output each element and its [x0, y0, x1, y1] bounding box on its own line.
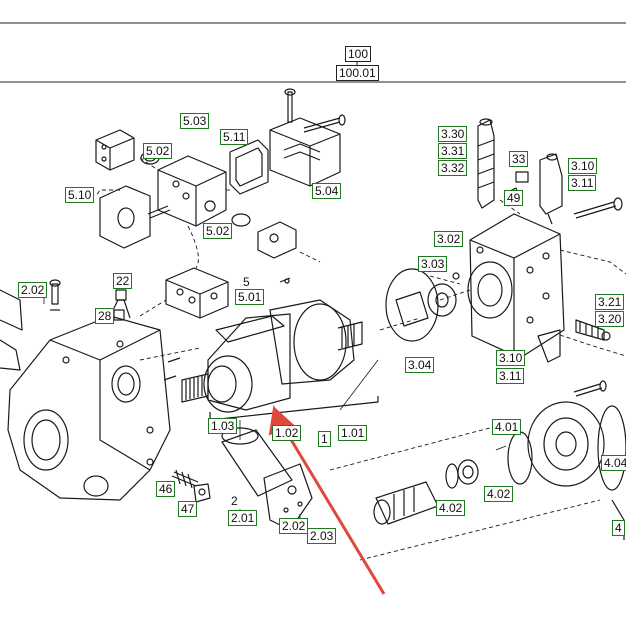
callout-2-02[interactable]: 2.02: [18, 282, 48, 298]
callout-5-02-right[interactable]: 5.02: [203, 223, 233, 239]
callout-2-02-bottom[interactable]: 2.02: [279, 518, 309, 534]
callout-3-21[interactable]: 3.21: [595, 294, 625, 310]
callout-5-02[interactable]: 5.02: [143, 143, 173, 159]
callout-4[interactable]: 4: [612, 520, 625, 536]
bolt-46-47: [171, 469, 211, 503]
callout-33[interactable]: 33: [509, 151, 529, 167]
valve-block-main: [157, 155, 227, 227]
cover-5-04: [269, 117, 341, 187]
callout-4-02-right[interactable]: 4.02: [484, 486, 514, 502]
assembly-sub-number-label: 100.01: [336, 65, 379, 81]
callout-1[interactable]: 1: [318, 431, 331, 447]
callout-1-03[interactable]: 1.03: [208, 418, 238, 434]
small-valve-body: [95, 129, 135, 171]
callout-5-03[interactable]: 5.03: [180, 113, 210, 129]
callout-5[interactable]: 5: [240, 274, 253, 290]
gasket-5-11: [229, 139, 269, 195]
callout-5-11[interactable]: 5.11: [220, 129, 249, 145]
callout-3-11-bottom[interactable]: 3.11: [496, 368, 525, 384]
callout-3-02[interactable]: 3.02: [434, 231, 464, 247]
callout-22[interactable]: 22: [113, 273, 133, 289]
callout-3-30[interactable]: 3.30: [438, 126, 468, 142]
callout-3-10-bottom[interactable]: 3.10: [496, 350, 526, 366]
callout-1-01[interactable]: 1.01: [338, 425, 368, 441]
pump-3-section: [385, 118, 623, 363]
callout-2-03[interactable]: 2.03: [307, 528, 337, 544]
callout-4-01[interactable]: 4.01: [492, 419, 522, 435]
callout-1-02[interactable]: 1.02: [272, 425, 302, 441]
small-valve-right: [257, 221, 297, 259]
callout-47[interactable]: 47: [178, 501, 198, 517]
callout-4-04[interactable]: 4.04: [601, 455, 626, 471]
callout-3-11-top[interactable]: 3.11: [568, 175, 597, 191]
assembly-number-label: 100: [345, 46, 372, 62]
callout-46[interactable]: 46: [156, 481, 176, 497]
callout-2-01[interactable]: 2.01: [228, 510, 258, 526]
callout-5-10[interactable]: 5.10: [65, 187, 95, 203]
drive-unit: [181, 299, 379, 421]
valve-block-group: [95, 88, 346, 319]
callout-3-04[interactable]: 3.04: [405, 357, 435, 373]
callout-3-31[interactable]: 3.31: [438, 143, 468, 159]
callout-3-32[interactable]: 3.32: [438, 160, 468, 176]
callout-2[interactable]: 2: [228, 493, 241, 509]
callout-3-10-top[interactable]: 3.10: [568, 158, 598, 174]
pump-housing: [0, 279, 181, 501]
valve-5: [165, 267, 229, 319]
callout-5-04[interactable]: 5.04: [312, 183, 342, 199]
callout-49[interactable]: 49: [504, 190, 524, 206]
callout-3-20[interactable]: 3.20: [595, 311, 625, 327]
callout-3-03[interactable]: 3.03: [418, 256, 448, 272]
callout-28[interactable]: 28: [95, 308, 115, 324]
callout-4-02-left[interactable]: 4.02: [436, 500, 466, 516]
pump-4-section: [373, 380, 626, 540]
gasket-5-10: [99, 185, 151, 249]
callout-5-01[interactable]: 5.01: [235, 289, 265, 305]
